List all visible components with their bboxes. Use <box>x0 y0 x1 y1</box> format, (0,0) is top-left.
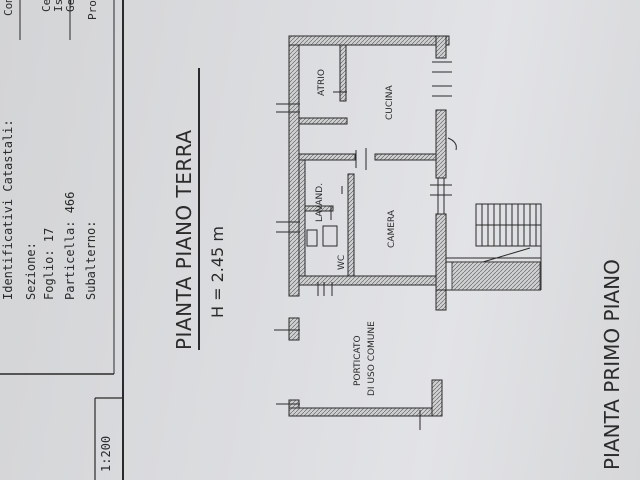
room-porticato: PORTICATO <box>353 335 363 386</box>
room-porticato-use: DI USO COMUNE <box>367 321 377 396</box>
room-cucina: CUCINA <box>385 84 395 120</box>
title-underline <box>198 68 200 350</box>
panel-lines <box>0 0 122 480</box>
walls <box>288 35 450 417</box>
room-camera: CAMERA <box>387 209 397 248</box>
room-atrio: ATRIO <box>317 69 327 96</box>
cadastral-panel: Com Ces Isc Geo Pro Identificativi Catas… <box>0 0 124 480</box>
openings <box>274 61 542 430</box>
room-wc: WC <box>337 255 347 270</box>
stair-landing <box>451 261 541 291</box>
room-lavand: LAVAND. <box>315 183 325 222</box>
